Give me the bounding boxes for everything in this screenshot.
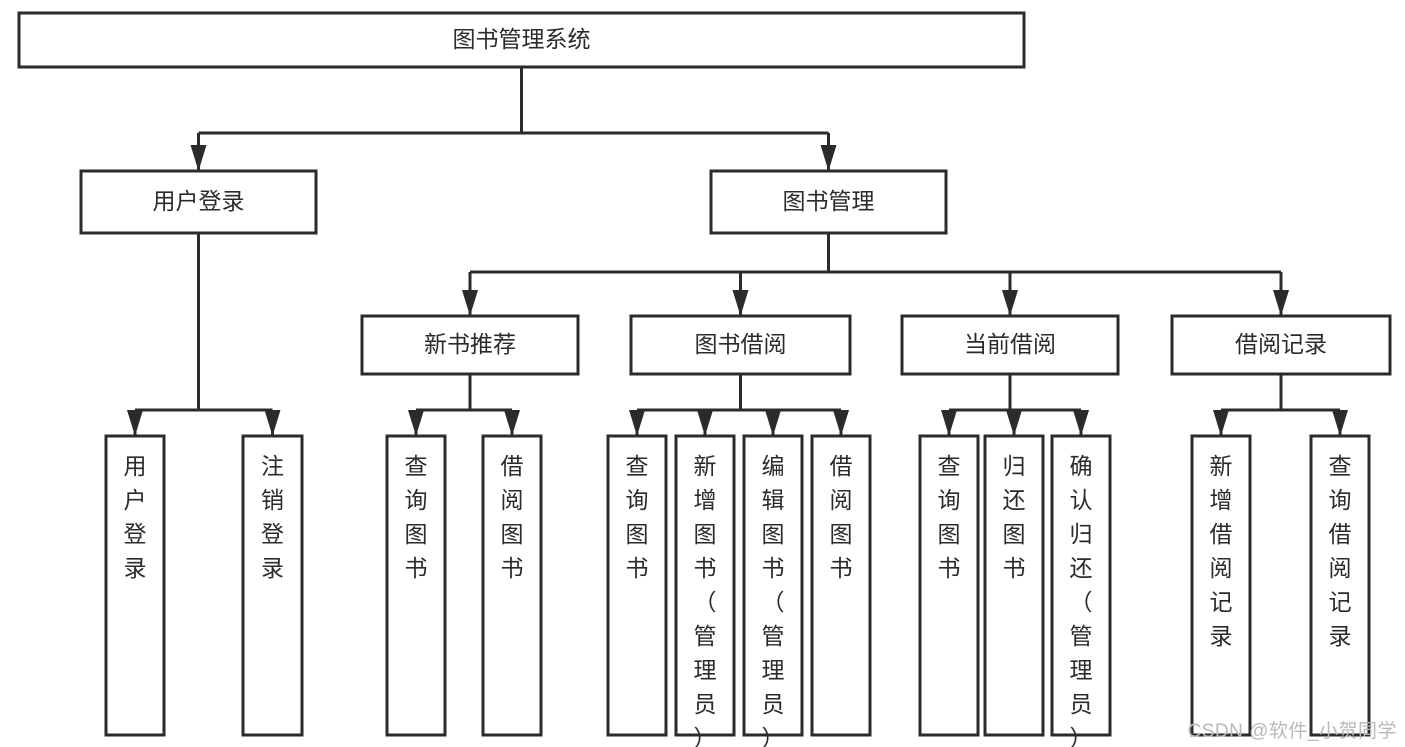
node-l2-新书推荐-0[interactable]: 新书推荐	[360, 314, 580, 376]
node-label: 借阅记录	[1235, 331, 1327, 357]
node-label: 用户登录	[153, 188, 245, 214]
node-box[interactable]	[17, 11, 1026, 69]
node-leaf-新增借阅记录-11[interactable]: 新增借阅记录	[1190, 434, 1252, 737]
connectors-layer	[127, 67, 1348, 436]
node-label: 查询图书	[626, 453, 649, 581]
node-box[interactable]	[900, 314, 1120, 376]
node-leaf-新增图书管理员-5[interactable]: 新增图书（管理员）	[674, 434, 736, 747]
node-leaf-借阅图书-3[interactable]: 借阅图书	[481, 434, 543, 737]
node-label: 确认归还（管理员）	[1070, 453, 1093, 747]
node-l2-图书借阅-1[interactable]: 图书借阅	[629, 314, 852, 376]
node-box[interactable]	[104, 434, 166, 737]
node-label: 新增借阅记录	[1210, 453, 1233, 649]
node-box[interactable]	[606, 434, 668, 737]
node-leaf-编辑图书管理员-6[interactable]: 编辑图书（管理员）	[742, 434, 804, 747]
node-label: 借阅图书	[501, 453, 524, 581]
node-label: 图书管理系统	[453, 26, 591, 52]
node-label: 图书借阅	[695, 331, 787, 357]
node-box[interactable]	[481, 434, 543, 737]
node-l1-用户登录-0[interactable]: 用户登录	[79, 169, 318, 235]
node-box[interactable]	[385, 434, 447, 737]
node-box[interactable]	[1190, 434, 1252, 737]
nodes-layer: 图书管理系统用户登录图书管理新书推荐图书借阅当前借阅借阅记录用户登录注销登录查询…	[17, 11, 1392, 747]
node-label: 查询借阅记录	[1329, 453, 1352, 649]
node-leaf-查询图书-8[interactable]: 查询图书	[918, 434, 980, 737]
node-box[interactable]	[742, 434, 804, 737]
node-leaf-查询借阅记录-12[interactable]: 查询借阅记录	[1309, 434, 1371, 737]
node-box[interactable]	[629, 314, 852, 376]
node-box[interactable]	[1170, 314, 1392, 376]
node-leaf-借阅图书-7[interactable]: 借阅图书	[810, 434, 872, 737]
node-box[interactable]	[674, 434, 736, 737]
node-label: 借阅图书	[830, 453, 853, 581]
node-label: 当前借阅	[964, 331, 1056, 357]
node-box[interactable]	[810, 434, 872, 737]
node-leaf-用户登录-0[interactable]: 用户登录	[104, 434, 166, 737]
node-label: 新书推荐	[424, 331, 516, 357]
node-leaf-归还图书-9[interactable]: 归还图书	[983, 434, 1045, 737]
node-label: 编辑图书（管理员）	[762, 453, 785, 747]
node-leaf-查询图书-2[interactable]: 查询图书	[385, 434, 447, 737]
node-box[interactable]	[1309, 434, 1371, 737]
node-label: 图书管理	[783, 188, 875, 214]
node-box[interactable]	[1050, 434, 1112, 737]
node-l2-当前借阅-2[interactable]: 当前借阅	[900, 314, 1120, 376]
node-label: 归还图书	[1003, 453, 1026, 581]
node-box[interactable]	[983, 434, 1045, 737]
node-leaf-查询图书-4[interactable]: 查询图书	[606, 434, 668, 737]
node-label: 新增图书（管理员）	[694, 453, 717, 747]
node-label: 注销登录	[261, 453, 284, 581]
node-box[interactable]	[918, 434, 980, 737]
node-box[interactable]	[709, 169, 948, 235]
node-leaf-确认归还管理员-10[interactable]: 确认归还（管理员）	[1050, 434, 1112, 747]
node-box[interactable]	[241, 434, 304, 737]
node-l2-借阅记录-3[interactable]: 借阅记录	[1170, 314, 1392, 376]
node-label: 用户登录	[124, 453, 147, 581]
node-leaf-注销登录-1[interactable]: 注销登录	[241, 434, 304, 737]
node-box[interactable]	[79, 169, 318, 235]
node-box[interactable]	[360, 314, 580, 376]
node-root-图书管理系统-0[interactable]: 图书管理系统	[17, 11, 1026, 69]
node-label: 查询图书	[938, 453, 961, 581]
node-label: 查询图书	[405, 453, 428, 581]
node-l1-图书管理-1[interactable]: 图书管理	[709, 169, 948, 235]
